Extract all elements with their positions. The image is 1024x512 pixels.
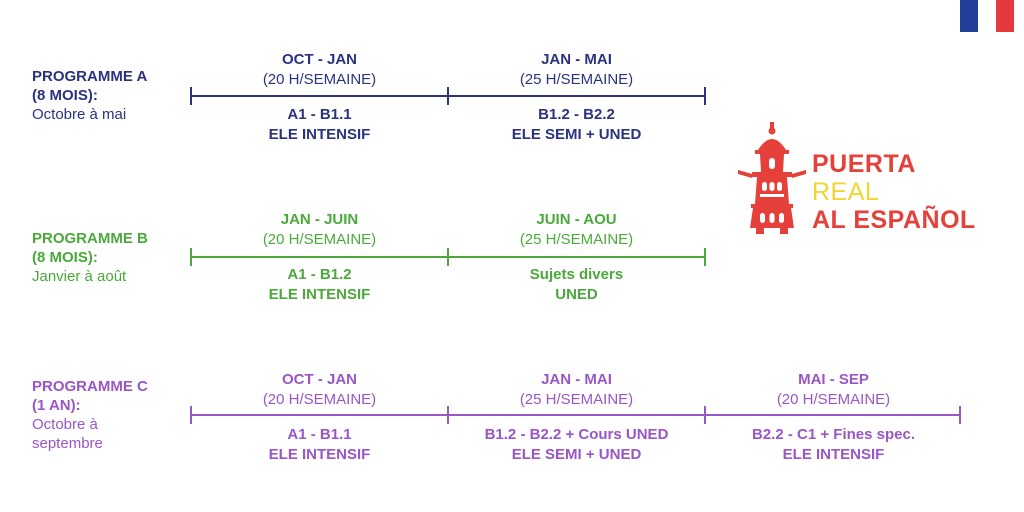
program-c-segment-2-body: B1.2 - B2.2 + Cours UNED ELE SEMI + UNED <box>448 425 705 465</box>
program-b-name: PROGRAMME B <box>32 230 148 247</box>
segment-course: ELE SEMI + UNED <box>511 446 642 463</box>
program-b-tick-1 <box>190 248 192 266</box>
program-a-name: PROGRAMME A <box>32 68 148 85</box>
segment-hours: (20 H/SEMAINE) <box>262 71 377 88</box>
program-b-duration: (8 MOIS): <box>32 249 98 266</box>
segment-course: ELE SEMI + UNED <box>511 126 642 143</box>
program-c-period-line1: Octobre à <box>32 416 98 433</box>
flag-blue-stripe <box>960 0 978 32</box>
program-c-segment-3-head: MAI - SEP (20 H/SEMAINE) <box>705 370 962 410</box>
program-c-tick-4 <box>959 406 961 424</box>
program-a-label: PROGRAMME A (8 MOIS): Octobre à mai <box>32 67 147 124</box>
program-a-tick-3 <box>704 87 706 105</box>
segment-hours: (25 H/SEMAINE) <box>519 71 634 88</box>
program-a-segment-2-head: JAN - MAI (25 H/SEMAINE) <box>448 50 705 90</box>
logo-line-2: REAL <box>812 178 880 206</box>
flag-red-stripe <box>996 0 1014 32</box>
program-a-segment-2-body: B1.2 - B2.2 ELE SEMI + UNED <box>448 105 705 145</box>
segment-level: B1.2 - B2.2 <box>538 106 615 123</box>
program-c-name: PROGRAMME C <box>32 378 148 395</box>
segment-range: OCT - JAN <box>282 51 357 68</box>
program-b-tick-3 <box>704 248 706 266</box>
program-b-segment-2-head: JUIN - AOU (25 H/SEMAINE) <box>448 210 705 250</box>
program-c-period-line2: septembre <box>32 435 103 452</box>
tower-icon <box>738 122 806 239</box>
program-a-tick-1 <box>190 87 192 105</box>
logo-wordmark: PUERTA REAL AL ESPAÑOL <box>812 150 976 234</box>
segment-course: ELE INTENSIF <box>268 126 371 143</box>
program-c-label: PROGRAMME C (1 AN): Octobre à septembre <box>32 377 148 453</box>
segment-range: OCT - JAN <box>282 371 357 388</box>
program-b-label: PROGRAMME B (8 MOIS): Janvier à août <box>32 229 148 286</box>
program-c-segment-2-head: JAN - MAI (25 H/SEMAINE) <box>448 370 705 410</box>
logo-line-1: PUERTA <box>812 150 916 178</box>
program-b-segment-1-body: A1 - B1.2 ELE INTENSIF <box>191 265 448 305</box>
program-a-segment-1-head: OCT - JAN (20 H/SEMAINE) <box>191 50 448 90</box>
flag-white-stripe <box>978 0 996 32</box>
segment-course: ELE INTENSIF <box>268 446 371 463</box>
program-a-duration: (8 MOIS): <box>32 87 98 104</box>
segment-level: A1 - B1.2 <box>287 266 352 283</box>
segment-hours: (20 H/SEMAINE) <box>262 391 377 408</box>
segment-course: ELE INTENSIF <box>782 446 885 463</box>
segment-range: JUIN - AOU <box>536 211 617 228</box>
program-c-timeline <box>191 414 961 416</box>
segment-range: JAN - JUIN <box>280 211 359 228</box>
program-c-duration: (1 AN): <box>32 397 81 414</box>
program-a-segment-1-body: A1 - B1.1 ELE INTENSIF <box>191 105 448 145</box>
segment-course: ELE INTENSIF <box>268 286 371 303</box>
program-a-tick-2 <box>447 87 449 105</box>
segment-range: JAN - MAI <box>541 51 612 68</box>
segment-level: B2.2 - C1 + Fines spec. <box>752 426 915 443</box>
program-c-tick-3 <box>704 406 706 424</box>
french-flag-icon <box>960 0 1014 32</box>
segment-range: JAN - MAI <box>541 371 612 388</box>
program-b-segment-2-body: Sujets divers UNED <box>448 265 705 305</box>
segment-course: UNED <box>555 286 598 303</box>
segment-level: B1.2 - B2.2 + Cours UNED <box>484 426 669 443</box>
program-c-segment-3-body: B2.2 - C1 + Fines spec. ELE INTENSIF <box>705 425 962 465</box>
segment-level: A1 - B1.1 <box>287 106 352 123</box>
program-b-tick-2 <box>447 248 449 266</box>
segment-hours: (20 H/SEMAINE) <box>776 391 891 408</box>
program-c-tick-2 <box>447 406 449 424</box>
segment-hours: (20 H/SEMAINE) <box>262 231 377 248</box>
program-a-period: Octobre à mai <box>32 106 127 123</box>
program-c-tick-1 <box>190 406 192 424</box>
logo-line-3: AL ESPAÑOL <box>812 206 976 234</box>
program-c-segment-1-body: A1 - B1.1 ELE INTENSIF <box>191 425 448 465</box>
segment-level: A1 - B1.1 <box>287 426 352 443</box>
program-c-segment-1-head: OCT - JAN (20 H/SEMAINE) <box>191 370 448 410</box>
program-b-segment-1-head: JAN - JUIN (20 H/SEMAINE) <box>191 210 448 250</box>
program-b-period: Janvier à août <box>32 268 127 285</box>
segment-hours: (25 H/SEMAINE) <box>519 231 634 248</box>
segment-range: MAI - SEP <box>798 371 869 388</box>
segment-level: Sujets divers <box>529 266 624 283</box>
segment-hours: (25 H/SEMAINE) <box>519 391 634 408</box>
